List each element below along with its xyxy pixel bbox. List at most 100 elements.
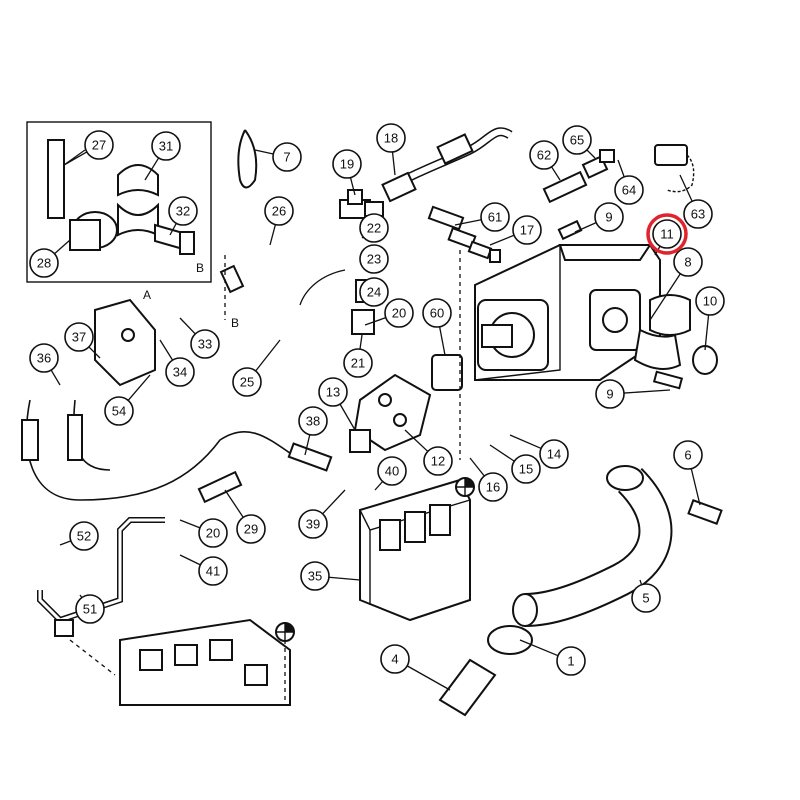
callout-circle-10[interactable] <box>695 286 725 316</box>
callout-circle-9[interactable] <box>595 379 625 409</box>
callout-41[interactable]: 41 <box>206 564 220 579</box>
callout-circle-8[interactable] <box>673 247 703 277</box>
callout-circle-19[interactable] <box>332 149 362 179</box>
callout-31[interactable]: 31 <box>159 139 173 154</box>
callout-29[interactable]: 29 <box>244 522 258 537</box>
callout-circle-20[interactable] <box>198 518 228 548</box>
callout-62[interactable]: 62 <box>537 148 551 163</box>
callout-24[interactable]: 24 <box>367 285 381 300</box>
callout-circle-6[interactable] <box>673 440 703 470</box>
callout-6[interactable]: 6 <box>684 448 691 463</box>
callout-40[interactable]: 40 <box>385 464 399 479</box>
callout-circle-7[interactable] <box>272 142 302 172</box>
callout-1[interactable]: 1 <box>567 654 574 669</box>
callout-circle-52[interactable] <box>69 521 99 551</box>
callout-4[interactable]: 4 <box>391 652 398 667</box>
callout-35[interactable]: 35 <box>308 569 322 584</box>
callout-circle-64[interactable] <box>614 175 644 205</box>
callout-39[interactable]: 39 <box>306 517 320 532</box>
callout-circle-33[interactable] <box>190 329 220 359</box>
callout-12[interactable]: 12 <box>431 454 445 469</box>
callout-33[interactable]: 33 <box>198 337 212 352</box>
callout-5[interactable]: 5 <box>642 591 649 606</box>
callout-circle-32[interactable] <box>168 196 198 226</box>
callout-61[interactable]: 61 <box>488 210 502 225</box>
callout-52[interactable]: 52 <box>77 529 91 544</box>
callout-26[interactable]: 26 <box>272 204 286 219</box>
callout-20[interactable]: 20 <box>392 306 406 321</box>
callout-63[interactable]: 63 <box>691 207 705 222</box>
callout-17[interactable]: 17 <box>520 223 534 238</box>
callout-circle-65[interactable] <box>562 125 592 155</box>
callout-circle-18[interactable] <box>376 123 406 153</box>
callout-circle-54[interactable] <box>104 396 134 426</box>
callout-32[interactable]: 32 <box>176 204 190 219</box>
callout-22[interactable]: 22 <box>367 221 381 236</box>
callout-10[interactable]: 10 <box>703 294 717 309</box>
callout-circle-36[interactable] <box>29 343 59 373</box>
callout-circle-23[interactable] <box>359 244 389 274</box>
callout-11[interactable]: 11 <box>660 227 674 242</box>
callout-circle-25[interactable] <box>232 367 262 397</box>
callout-circle-20[interactable] <box>384 298 414 328</box>
callout-circle-17[interactable] <box>512 215 542 245</box>
callout-8[interactable]: 8 <box>684 255 691 270</box>
callout-circle-37[interactable] <box>64 322 94 352</box>
callout-25[interactable]: 25 <box>240 375 254 390</box>
callout-circle-62[interactable] <box>529 140 559 170</box>
callout-circle-38[interactable] <box>298 406 328 436</box>
callout-circle-34[interactable] <box>165 357 195 387</box>
callout-19[interactable]: 19 <box>340 157 354 172</box>
callout-13[interactable]: 13 <box>326 385 340 400</box>
callout-circle-21[interactable] <box>343 348 373 378</box>
callout-65[interactable]: 65 <box>570 133 584 148</box>
callout-51[interactable]: 51 <box>83 602 97 617</box>
callout-circle-35[interactable] <box>300 561 330 591</box>
callout-circle-1[interactable] <box>556 646 586 676</box>
callout-circle-27[interactable] <box>84 130 114 160</box>
callout-circle-39[interactable] <box>298 509 328 539</box>
callout-23[interactable]: 23 <box>367 252 381 267</box>
callout-circle-4[interactable] <box>380 644 410 674</box>
callout-circle-31[interactable] <box>151 131 181 161</box>
callout-21[interactable]: 21 <box>351 356 365 371</box>
callout-circle-61[interactable] <box>480 202 510 232</box>
callout-circle-29[interactable] <box>236 514 266 544</box>
callout-circle-5[interactable] <box>631 583 661 613</box>
callout-60[interactable]: 60 <box>430 306 444 321</box>
callout-28[interactable]: 28 <box>37 256 51 271</box>
callout-27[interactable]: 27 <box>92 138 106 153</box>
callout-16[interactable]: 16 <box>486 480 500 495</box>
callout-64[interactable]: 64 <box>622 183 636 198</box>
callout-circle-41[interactable] <box>198 556 228 586</box>
callout-18[interactable]: 18 <box>384 131 398 146</box>
callout-circle-11[interactable] <box>652 219 682 249</box>
callout-circle-26[interactable] <box>264 196 294 226</box>
callout-circle-16[interactable] <box>478 472 508 502</box>
callout-circle-60[interactable] <box>422 298 452 328</box>
callout-circle-12[interactable] <box>423 446 453 476</box>
leader-25 <box>255 339 281 372</box>
callout-circle-14[interactable] <box>539 439 569 469</box>
callout-circle-28[interactable] <box>29 248 59 278</box>
callout-20[interactable]: 20 <box>206 526 220 541</box>
callout-15[interactable]: 15 <box>519 462 533 477</box>
callout-7[interactable]: 7 <box>283 150 290 165</box>
leader-40 <box>374 480 384 491</box>
callout-circle-9[interactable] <box>594 202 624 232</box>
callout-34[interactable]: 34 <box>173 365 187 380</box>
callout-36[interactable]: 36 <box>37 351 51 366</box>
callout-circle-13[interactable] <box>318 377 348 407</box>
callout-14[interactable]: 14 <box>547 447 561 462</box>
callout-circle-63[interactable] <box>683 199 713 229</box>
callout-circle-22[interactable] <box>359 213 389 243</box>
callout-9[interactable]: 9 <box>605 210 612 225</box>
callout-circle-15[interactable] <box>511 454 541 484</box>
callout-circle-24[interactable] <box>359 277 389 307</box>
callout-circle-40[interactable] <box>377 456 407 486</box>
callout-9[interactable]: 9 <box>606 387 613 402</box>
callout-37[interactable]: 37 <box>72 330 86 345</box>
callout-circle-51[interactable] <box>75 594 105 624</box>
callout-38[interactable]: 38 <box>306 414 320 429</box>
callout-54[interactable]: 54 <box>112 404 126 419</box>
